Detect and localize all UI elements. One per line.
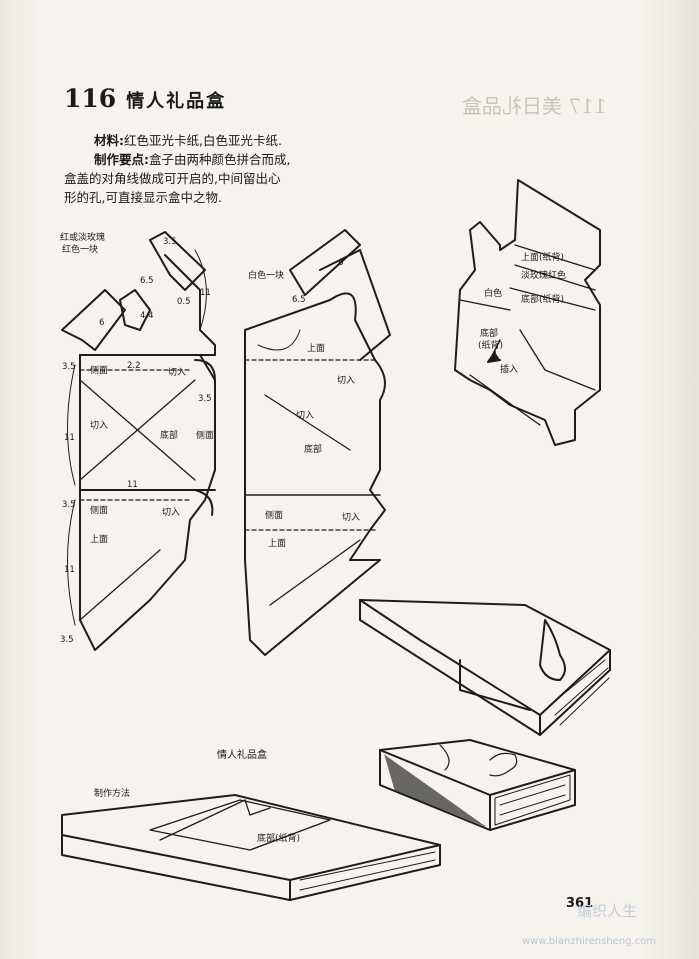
label-side-1: 侧面 [90, 366, 109, 376]
dim-13: 11 [64, 565, 75, 575]
label-side-2: 侧面 [196, 431, 215, 441]
left-net [61, 231, 216, 651]
method-text-3: 形的孔,可直接显示盒中之物. [64, 190, 222, 205]
watermark-site: www.bianzhirensheng.com [522, 936, 657, 947]
dim-3: 0.5 [177, 297, 191, 307]
box-closed-view [379, 739, 576, 831]
right-net [454, 179, 601, 446]
body-text-cont: 盒盖的对角线做成可开启的,中间留出心 形的孔,可直接显示盒中之物. [64, 169, 354, 207]
label-cut-2: 切入 [90, 421, 109, 431]
middle-dim-2: 6.5 [292, 295, 306, 305]
label-cut-1: 切入 [168, 368, 187, 378]
dim-5: 6 [99, 318, 105, 328]
label-cut-3: 切入 [162, 508, 181, 518]
page-number: 361 [566, 896, 594, 911]
middle-label-top-1: 上面 [307, 344, 326, 354]
middle-label-cut-3: 切入 [342, 513, 361, 523]
middle-label-cut-1: 切入 [337, 376, 356, 386]
method-text: 盒子由两种颜色拼合而成, [149, 152, 291, 167]
watermark-brand: 编织人生 [577, 902, 638, 920]
right-label-top-back: 上面(纸背) [521, 253, 565, 263]
right-label-white: 白色 [484, 289, 503, 299]
dim-2: 6.5 [140, 276, 154, 286]
dim-7: 2.2 [127, 361, 141, 371]
box-open-view [359, 599, 611, 736]
right-label-insert: 插入 [500, 365, 519, 375]
label-side-3: 侧面 [90, 506, 109, 516]
method-text-2: 盒盖的对角线做成可开启的,中间留出心 [64, 171, 281, 186]
method-caption: 制作方法 [94, 789, 131, 799]
right-label-bottom: 底部 [480, 329, 499, 339]
label-top: 上面 [90, 535, 109, 545]
middle-dim-1: 6 [338, 258, 344, 268]
dim-8: 3.5 [62, 362, 76, 372]
dim-4: 11 [200, 288, 211, 298]
title-row: 116 情人礼品盒 [64, 84, 226, 113]
right-label-rose-red: 淡玫瑰红色 [521, 271, 567, 281]
box-tray-view [61, 794, 441, 901]
right-label-paper-back: (纸背) [478, 341, 504, 351]
middle-label-cut-2: 切入 [296, 411, 315, 421]
dim-6: 4.4 [140, 311, 154, 321]
color-note-1: 红或淡玫瑰 [60, 233, 106, 243]
middle-label-bottom: 底部 [304, 445, 323, 455]
item-number: 116 [64, 84, 117, 113]
label-bottom: 底部 [160, 431, 179, 441]
dim-9: 3.5 [198, 394, 212, 404]
dim-12: 3.5 [62, 500, 76, 510]
dim-11: 11 [127, 480, 138, 490]
page-title: 情人礼品盒 [126, 91, 227, 112]
dim-1: 3.5 [163, 237, 177, 247]
method-label: 制作要点: [94, 152, 149, 167]
middle-label-side: 侧面 [265, 511, 284, 521]
dim-10: 11 [64, 433, 75, 443]
tray-bottom-label: 底部(纸背) [257, 834, 301, 844]
middle-net [244, 229, 391, 656]
middle-label-top-2: 上面 [268, 539, 287, 549]
right-label-bottom-back: 底部(纸背) [521, 295, 565, 305]
materials-text: 红色亚光卡纸,白色亚光卡纸. [124, 133, 282, 148]
color-note-2: 红色一块 [62, 245, 99, 255]
middle-color-note: 白色一块 [248, 271, 285, 281]
bottom-caption: 情人礼品盒 [217, 750, 267, 761]
dim-14: 3.5 [60, 635, 74, 645]
body-text: 材料:红色亚光卡纸,白色亚光卡纸. 制作要点:盒子由两种颜色拼合而成, [94, 131, 344, 169]
materials-label: 材料: [94, 133, 124, 148]
